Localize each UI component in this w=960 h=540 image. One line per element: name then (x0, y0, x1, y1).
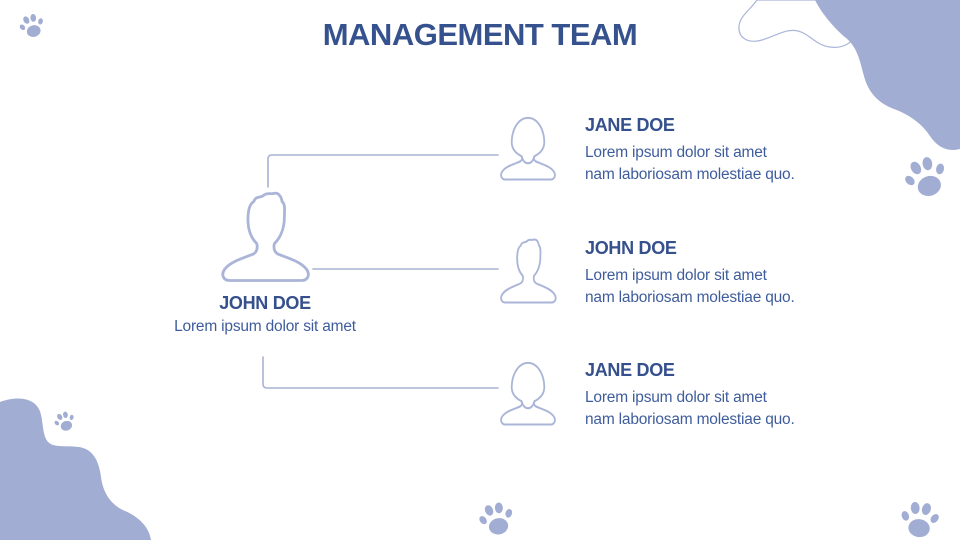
member-name: JANE DOE (585, 115, 675, 135)
member-block-3: JANE DOE Lorem ipsum dolor sit amet nam … (498, 357, 795, 431)
member-text: JANE DOE Lorem ipsum dolor sit amet nam … (585, 112, 795, 186)
member-description: Lorem ipsum dolor sit amet nam laboriosa… (585, 142, 795, 186)
member-name: JANE DOE (585, 360, 675, 380)
paw-print-icon (51, 408, 78, 434)
member-description-line2: nam laboriosam molestiae quo. (585, 166, 795, 183)
member-block-1: JANE DOE Lorem ipsum dolor sit amet nam … (498, 112, 795, 186)
bottom-left-blob-shape (0, 398, 151, 540)
female-person-icon (500, 361, 556, 426)
connector-bottom (262, 356, 499, 389)
paw-print-icon (898, 151, 953, 203)
male-person-icon (500, 238, 557, 304)
leader-name: JOHN DOE (219, 293, 311, 313)
member-description: Lorem ipsum dolor sit amet nam laboriosa… (585, 265, 795, 309)
member-description-line1: Lorem ipsum dolor sit amet (585, 267, 767, 284)
member-description-line2: nam laboriosam molestiae quo. (585, 411, 795, 428)
member-description-line1: Lorem ipsum dolor sit amet (585, 144, 767, 161)
paw-print-icon (897, 498, 943, 540)
page-title: MANAGEMENT TEAM (322, 17, 638, 52)
connector-top (267, 154, 499, 188)
male-person-icon (221, 191, 310, 282)
leader-description: Lorem ipsum dolor sit amet (174, 318, 356, 335)
leader-block: JOHN DOE Lorem ipsum dolor sit amet (167, 187, 363, 336)
member-description: Lorem ipsum dolor sit amet nam laboriosa… (585, 387, 795, 431)
member-description-line2: nam laboriosam molestiae quo. (585, 289, 795, 306)
member-name: JOHN DOE (585, 238, 677, 258)
paw-print-icon (475, 499, 518, 539)
member-text: JANE DOE Lorem ipsum dolor sit amet nam … (585, 357, 795, 431)
female-person-icon (500, 116, 556, 181)
member-text: JOHN DOE Lorem ipsum dolor sit amet nam … (585, 235, 795, 309)
member-block-2: JOHN DOE Lorem ipsum dolor sit amet nam … (498, 235, 795, 309)
member-description-line1: Lorem ipsum dolor sit amet (585, 389, 767, 406)
top-right-blob-shape (815, 0, 960, 150)
